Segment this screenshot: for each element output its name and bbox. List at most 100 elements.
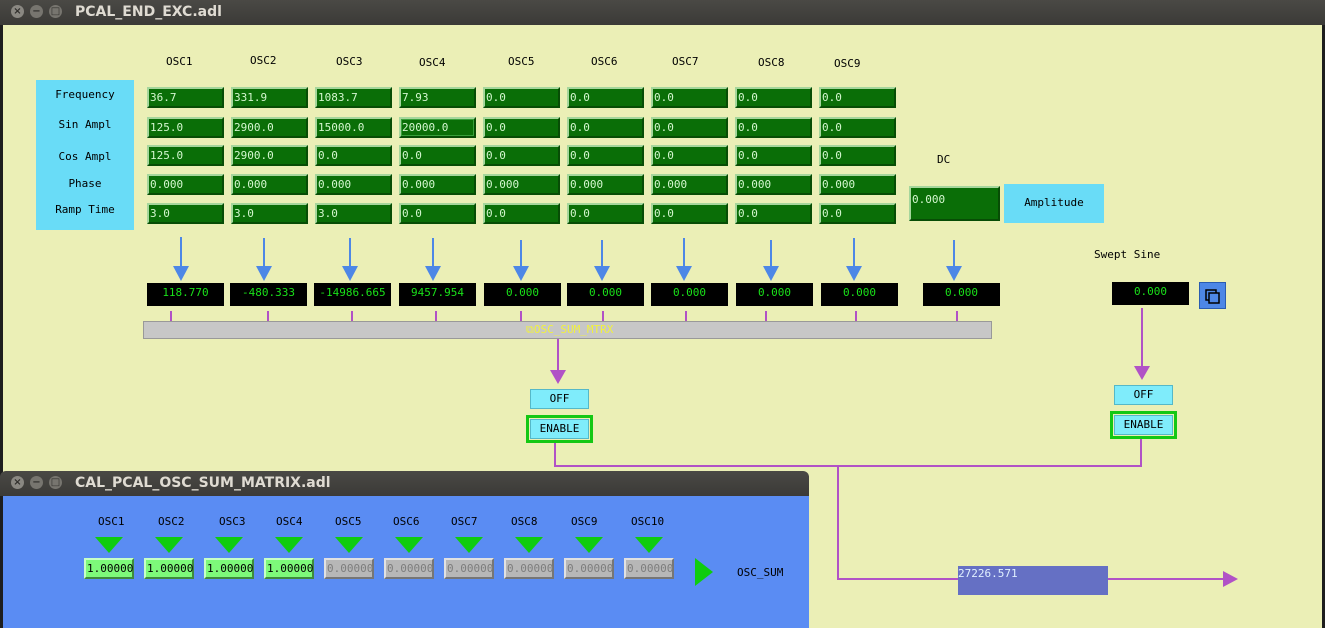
maximize-icon[interactable]: □ <box>49 476 62 489</box>
ramp-time-field-osc5[interactable]: 0.0 <box>483 203 560 224</box>
phase-field-osc8[interactable]: 0.000 <box>735 174 812 195</box>
sub-osc-header-5: OSC5 <box>335 515 362 528</box>
blue-arrow <box>173 237 189 281</box>
swept-sine-related-display-button[interactable] <box>1199 282 1226 309</box>
ramp-time-field-osc4[interactable]: 0.0 <box>399 203 476 224</box>
frequency-field-osc4[interactable]: 7.93 <box>399 87 476 108</box>
gain-field-osc6[interactable]: 0.00000 <box>384 558 434 579</box>
cos-ampl-field-osc3[interactable]: 0.0 <box>315 145 392 166</box>
swept-sine-off-button[interactable]: OFF <box>1114 385 1173 405</box>
osc-enable-button[interactable]: ENABLE <box>530 419 589 439</box>
osc-off-button[interactable]: OFF <box>530 389 589 409</box>
osc-header-4: OSC4 <box>419 56 446 69</box>
ramp-time-field-osc6[interactable]: 0.0 <box>567 203 644 224</box>
gain-field-osc1[interactable]: 1.00000 <box>84 558 134 579</box>
row-label-phase: Phase <box>68 177 102 190</box>
phase-field-osc2[interactable]: 0.000 <box>231 174 308 195</box>
related-display-icon: ⧉ <box>526 323 534 336</box>
row-labels-panel: Frequency Sin Ampl Cos Ampl Phase Ramp T… <box>36 80 134 230</box>
cos-ampl-field-osc9[interactable]: 0.0 <box>819 145 896 166</box>
frequency-field-osc8[interactable]: 0.0 <box>735 87 812 108</box>
gain-field-osc3[interactable]: 1.00000 <box>204 558 254 579</box>
ramp-time-field-osc8[interactable]: 0.0 <box>735 203 812 224</box>
ramp-time-field-osc2[interactable]: 3.0 <box>231 203 308 224</box>
gain-field-osc9[interactable]: 0.00000 <box>564 558 614 579</box>
sin-ampl-field-osc7[interactable]: 0.0 <box>651 117 728 138</box>
ramp-time-field-osc1[interactable]: 3.0 <box>147 203 224 224</box>
sub-window-titlebar[interactable]: × − □ CAL_PCAL_OSC_SUM_MATRIX.adl <box>0 471 809 496</box>
gain-field-osc5[interactable]: 0.00000 <box>324 558 374 579</box>
cos-ampl-field-osc6[interactable]: 0.0 <box>567 145 644 166</box>
green-down-arrow <box>155 537 183 553</box>
phase-field-osc7[interactable]: 0.000 <box>651 174 728 195</box>
main-window-titlebar[interactable]: × − □ PCAL_END_EXC.adl <box>0 0 1325 25</box>
minimize-icon[interactable]: − <box>30 476 43 489</box>
sin-ampl-field-osc3[interactable]: 15000.0 <box>315 117 392 138</box>
gain-field-osc10[interactable]: 0.00000 <box>624 558 674 579</box>
sin-ampl-field-osc9[interactable]: 0.0 <box>819 117 896 138</box>
frequency-field-osc6[interactable]: 0.0 <box>567 87 644 108</box>
sub-osc-header-2: OSC2 <box>158 515 185 528</box>
frequency-field-osc2[interactable]: 331.9 <box>231 87 308 108</box>
gain-field-osc4[interactable]: 1.00000 <box>264 558 314 579</box>
osc4-readback: 9457.954 <box>399 283 476 306</box>
phase-field-osc3[interactable]: 0.000 <box>315 174 392 195</box>
osc-header-5: OSC5 <box>508 55 535 68</box>
phase-field-osc4[interactable]: 0.000 <box>399 174 476 195</box>
ramp-time-field-osc7[interactable]: 0.0 <box>651 203 728 224</box>
phase-field-osc1[interactable]: 0.000 <box>147 174 224 195</box>
osc6-readback: 0.000 <box>567 283 644 306</box>
close-icon[interactable]: × <box>11 5 24 18</box>
blue-arrow <box>676 238 692 281</box>
cos-ampl-field-osc5[interactable]: 0.0 <box>483 145 560 166</box>
osc-header-8: OSC8 <box>758 56 785 69</box>
maximize-icon[interactable]: □ <box>49 5 62 18</box>
amplitude-label: Amplitude <box>1004 184 1104 223</box>
frequency-field-osc3[interactable]: 1083.7 <box>315 87 392 108</box>
row-label-ramp-time: Ramp Time <box>55 203 115 216</box>
frequency-field-osc9[interactable]: 0.0 <box>819 87 896 108</box>
window-title: PCAL_END_EXC.adl <box>75 4 222 20</box>
minimize-icon[interactable]: − <box>30 5 43 18</box>
sin-ampl-field-osc1[interactable]: 125.0 <box>147 117 224 138</box>
osc-enable-frame <box>526 415 593 443</box>
sin-ampl-field-osc5[interactable]: 0.0 <box>483 117 560 138</box>
blue-arrow <box>763 240 779 281</box>
frequency-field-osc5[interactable]: 0.0 <box>483 87 560 108</box>
sub-window-title: CAL_PCAL_OSC_SUM_MATRIX.adl <box>75 475 331 491</box>
gain-field-osc8[interactable]: 0.00000 <box>504 558 554 579</box>
row-label-frequency: Frequency <box>55 88 115 101</box>
cos-ampl-field-osc8[interactable]: 0.0 <box>735 145 812 166</box>
gain-field-osc2[interactable]: 1.00000 <box>144 558 194 579</box>
osc5-readback: 0.000 <box>484 283 561 306</box>
swept-sine-enable-button[interactable]: ENABLE <box>1114 415 1173 435</box>
phase-field-osc6[interactable]: 0.000 <box>567 174 644 195</box>
cos-ampl-field-osc4[interactable]: 0.0 <box>399 145 476 166</box>
osc8-readback: 0.000 <box>736 283 813 306</box>
phase-field-osc5[interactable]: 0.000 <box>483 174 560 195</box>
sin-ampl-field-osc8[interactable]: 0.0 <box>735 117 812 138</box>
frequency-field-osc7[interactable]: 0.0 <box>651 87 728 108</box>
blue-arrow <box>513 240 529 281</box>
cos-ampl-field-osc7[interactable]: 0.0 <box>651 145 728 166</box>
dc-value-field[interactable]: 0.000 <box>909 186 1000 221</box>
osc-header-7: OSC7 <box>672 55 699 68</box>
sin-ampl-field-osc4[interactable]: 20000.0 <box>399 117 476 138</box>
green-right-arrow <box>695 558 713 586</box>
ramp-time-field-osc3[interactable]: 3.0 <box>315 203 392 224</box>
cos-ampl-field-osc2[interactable]: 2900.0 <box>231 145 308 166</box>
osc-sum-matrix-related-display[interactable]: ⧉OSC_SUM_MTRX <box>143 321 992 339</box>
sin-ampl-field-osc2[interactable]: 2900.0 <box>231 117 308 138</box>
cos-ampl-field-osc1[interactable]: 125.0 <box>147 145 224 166</box>
sin-ampl-field-osc6[interactable]: 0.0 <box>567 117 644 138</box>
sub-osc-header-10: OSC10 <box>631 515 665 528</box>
frequency-field-osc1[interactable]: 36.7 <box>147 87 224 108</box>
output-value: 27226.571 <box>958 567 1018 580</box>
swept-sine-readback: 0.000 <box>1112 282 1189 305</box>
phase-field-osc9[interactable]: 0.000 <box>819 174 896 195</box>
gain-field-osc7[interactable]: 0.00000 <box>444 558 494 579</box>
blue-arrow <box>342 238 358 281</box>
ramp-time-field-osc9[interactable]: 0.0 <box>819 203 896 224</box>
close-icon[interactable]: × <box>11 476 24 489</box>
